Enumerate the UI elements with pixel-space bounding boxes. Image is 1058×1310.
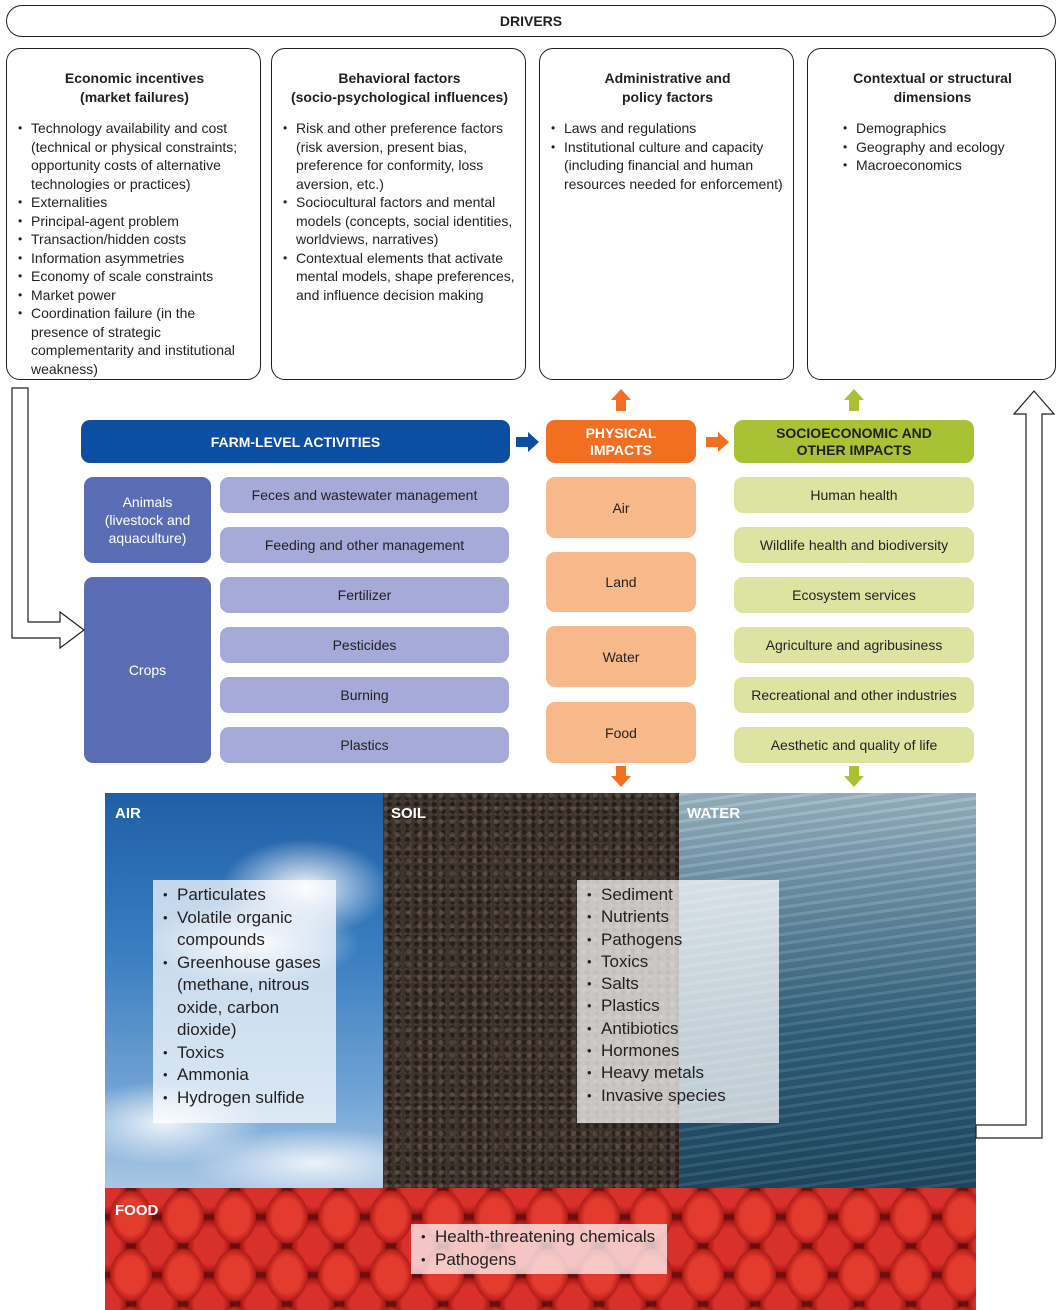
list-item: Hydrogen sulfide [163, 1087, 326, 1110]
crops-category: Crops [84, 577, 211, 763]
list-item: Coordination failure (in the presence of… [17, 304, 252, 378]
list-item: Sediment [587, 884, 769, 907]
contextual-structural-list: Demographics Geography and ecology Macro… [818, 119, 1047, 175]
physical-impacts-header: PHYSICAL IMPACTS [546, 420, 696, 463]
animals-category: Animals (livestock and aquaculture) [84, 477, 211, 563]
physical-up-arrow [611, 389, 631, 411]
economic-incentives-list: Technology availability and cost (techni… [17, 119, 252, 378]
list-item: Salts [587, 973, 769, 996]
list-item: Transaction/hidden costs [17, 230, 252, 249]
list-item: Volatile organic compounds [163, 907, 326, 952]
contextual-structural-box: Contextual or structural dimensions Demo… [807, 48, 1056, 380]
farm-to-physical-arrow [516, 432, 539, 452]
list-item: Toxics [587, 951, 769, 974]
physical-to-socio-arrow [706, 432, 729, 452]
administrative-policy-box: Administrative and policy factors Laws a… [539, 48, 794, 380]
list-item: Pathogens [421, 1249, 657, 1272]
farm-activity-item: Plastics [220, 727, 509, 763]
drivers-to-crops-arrow [11, 387, 85, 650]
socioeconomic-impacts-header: SOCIOECONOMIC AND OTHER IMPACTS [734, 420, 974, 463]
socio-impact-item: Agriculture and agribusiness [734, 627, 974, 663]
list-item: Pathogens [587, 929, 769, 952]
economic-incentives-box: Economic incentives (market failures) Te… [6, 48, 261, 380]
farm-level-header: FARM-LEVEL ACTIVITIES [81, 420, 510, 463]
farm-activity-item: Feces and wastewater management [220, 477, 509, 513]
feedback-to-drivers-arrow [975, 390, 1056, 1139]
list-item: Contextual elements that activate mental… [282, 249, 517, 305]
list-item: Invasive species [587, 1085, 769, 1108]
air-panel: AIR Particulates Volatile organic compou… [105, 793, 383, 1188]
list-item: Geography and ecology [842, 138, 1047, 157]
behavioral-factors-list: Risk and other preference factors (risk … [282, 119, 517, 304]
physical-impact-item: Land [546, 552, 696, 612]
farm-activity-item: Fertilizer [220, 577, 509, 613]
list-item: Information asymmetries [17, 249, 252, 268]
list-item: Nutrients [587, 906, 769, 929]
list-item: Risk and other preference factors (risk … [282, 119, 517, 193]
socio-impact-item: Ecosystem services [734, 577, 974, 613]
air-pollutants-box: Particulates Volatile organic compounds … [153, 880, 336, 1123]
physical-impact-item: Food [546, 702, 696, 763]
socio-impact-item: Human health [734, 477, 974, 513]
socio-up-arrow [844, 389, 864, 411]
list-item: Macroeconomics [842, 156, 1047, 175]
list-item: Plastics [587, 995, 769, 1018]
air-label: AIR [115, 805, 141, 822]
list-item: Principal-agent problem [17, 212, 252, 231]
food-label: FOOD [115, 1202, 159, 1219]
economic-incentives-title: Economic incentives (market failures) [64, 70, 205, 105]
list-item: Demographics [842, 119, 1047, 138]
water-soil-pollutants-box: Sediment Nutrients Pathogens Toxics Salt… [577, 880, 779, 1123]
list-item: Market power [17, 286, 252, 305]
list-item: Particulates [163, 884, 326, 907]
physical-impact-item: Water [546, 626, 696, 687]
socio-impact-item: Recreational and other industries [734, 677, 974, 713]
socio-impact-item: Aesthetic and quality of life [734, 727, 974, 763]
physical-down-arrow [611, 766, 631, 787]
list-item: Laws and regulations [550, 119, 785, 138]
socio-impact-item: Wildlife health and biodiversity [734, 527, 974, 563]
food-panel: FOOD Health-threatening chemicals Pathog… [105, 1188, 976, 1310]
list-item: Ammonia [163, 1064, 326, 1087]
administrative-policy-list: Laws and regulations Institutional cultu… [550, 119, 785, 193]
water-label: WATER [687, 805, 741, 822]
list-item: Sociocultural factors and mental models … [282, 193, 517, 249]
list-item: Externalities [17, 193, 252, 212]
farm-activity-item: Feeding and other management [220, 527, 509, 563]
list-item: Institutional culture and capacity (incl… [550, 138, 785, 194]
contextual-structural-title: Contextual or structural dimensions [853, 70, 1012, 105]
list-item: Technology availability and cost (techni… [17, 119, 252, 193]
list-item: Greenhouse gases (methane, nitrous oxide… [163, 952, 326, 1042]
behavioral-factors-title: Behavioral factors (socio-psychological … [290, 70, 509, 105]
drivers-header: DRIVERS [6, 5, 1056, 37]
list-item: Toxics [163, 1042, 326, 1065]
list-item: Antibiotics [587, 1018, 769, 1041]
administrative-policy-title: Administrative and policy factors [604, 70, 731, 105]
farm-activity-item: Burning [220, 677, 509, 713]
socio-down-arrow [844, 766, 864, 787]
farm-activity-item: Pesticides [220, 627, 509, 663]
list-item: Hormones [587, 1040, 769, 1063]
list-item: Health-threatening chemicals [421, 1226, 657, 1249]
list-item: Heavy metals [587, 1062, 769, 1085]
list-item: Economy of scale constraints [17, 267, 252, 286]
food-hazards-box: Health-threatening chemicals Pathogens [411, 1224, 667, 1274]
physical-impact-item: Air [546, 477, 696, 538]
behavioral-factors-box: Behavioral factors (socio-psychological … [271, 48, 526, 380]
soil-label: SOIL [391, 805, 427, 822]
